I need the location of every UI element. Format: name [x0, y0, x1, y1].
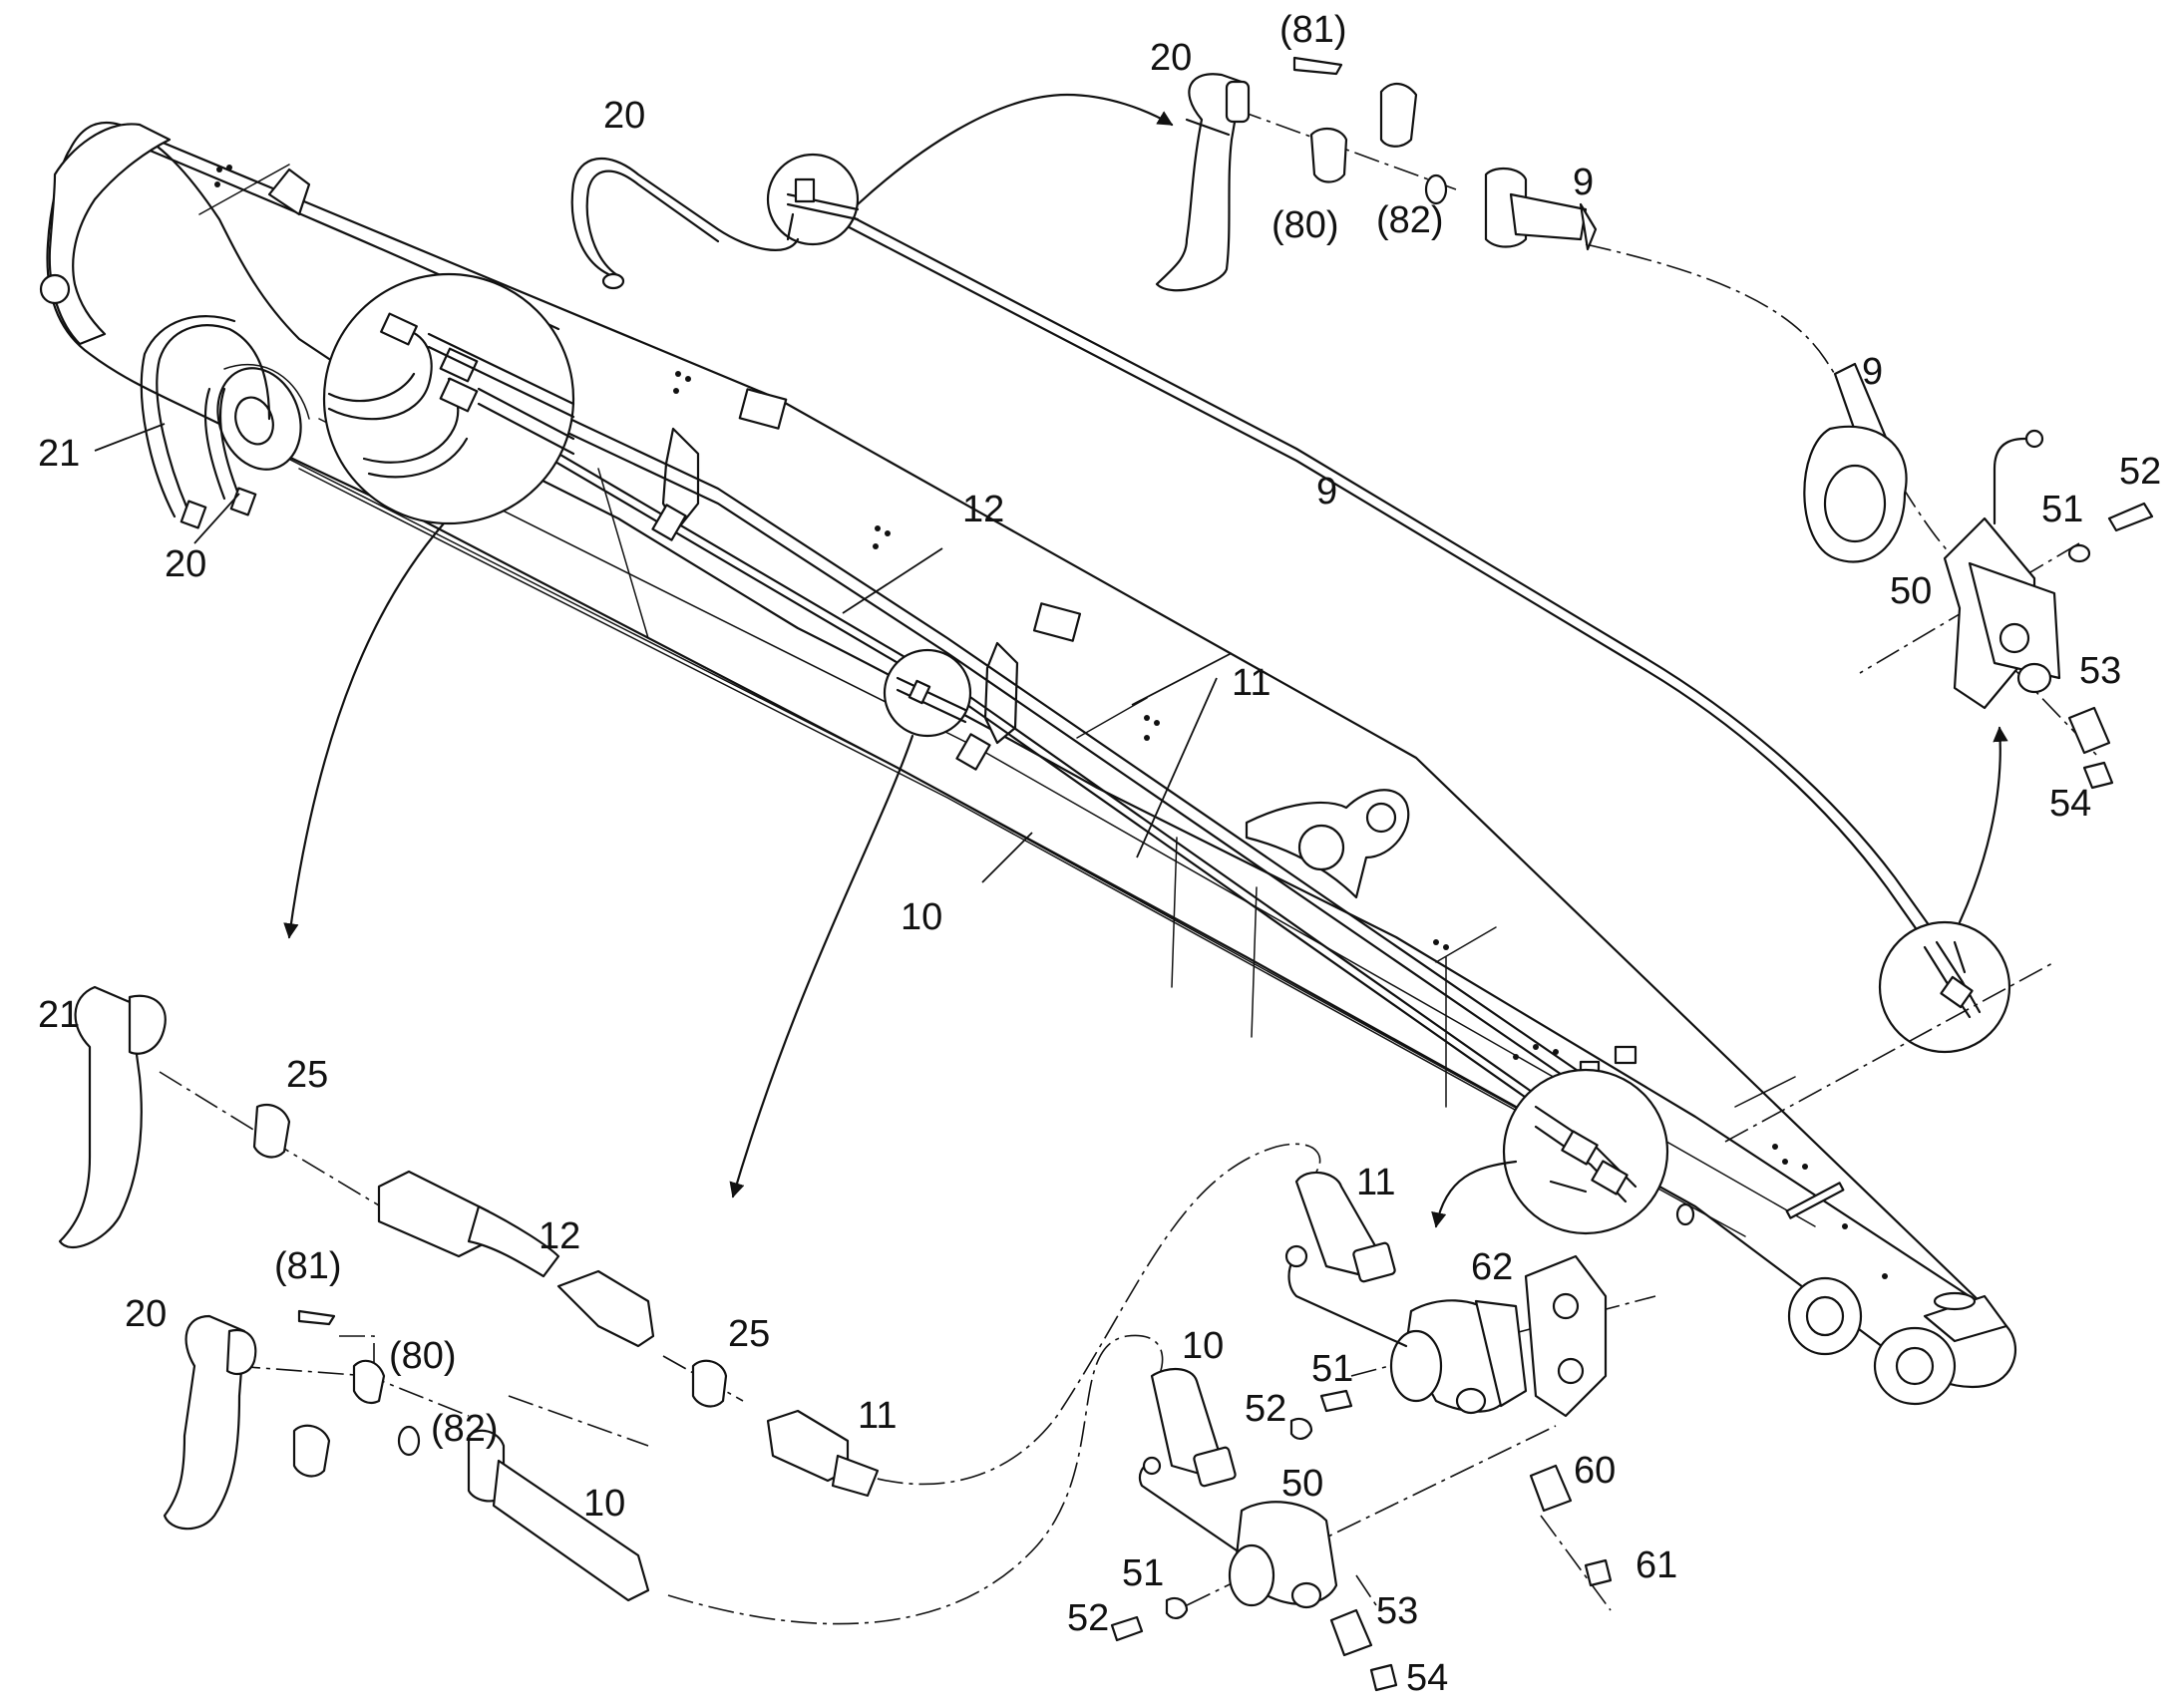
callout-20: 20 — [1150, 37, 1192, 79]
callout-50: 50 — [1281, 1463, 1323, 1505]
callout-11: 11 — [1232, 662, 1271, 704]
callout-21: 21 — [38, 994, 80, 1036]
callout-20: 20 — [125, 1293, 167, 1335]
callout-12: 12 — [539, 1215, 580, 1257]
lower-hose-20 — [163, 1309, 650, 1602]
callout-20: 20 — [603, 95, 645, 137]
valve-assembly-50-bottom — [1110, 1368, 1613, 1692]
callout-60: 60 — [1574, 1450, 1616, 1492]
callout-53: 53 — [1376, 1590, 1418, 1632]
callout-80: (80) — [389, 1335, 457, 1377]
callout-9: 9 — [1573, 162, 1594, 203]
callout-9: 9 — [1316, 471, 1337, 512]
valve-assembly-62 — [1284, 1171, 1608, 1418]
callout-82: (82) — [1376, 199, 1444, 241]
callout-10: 10 — [1182, 1325, 1224, 1367]
callout-10: 10 — [583, 1483, 625, 1525]
callout-54: 54 — [1406, 1657, 1448, 1699]
callout-11: 11 — [858, 1395, 897, 1437]
callout-61: 61 — [1635, 1544, 1677, 1586]
callout-52: 52 — [1067, 1597, 1109, 1639]
connector-arrows — [283, 93, 2008, 1228]
callout-82: (82) — [431, 1408, 499, 1450]
callout-11: 11 — [1356, 1162, 1395, 1203]
callout-53: 53 — [2079, 650, 2121, 692]
callout-25: 25 — [286, 1054, 328, 1096]
callout-51: 51 — [1122, 1552, 1164, 1594]
callout-52: 52 — [2119, 451, 2161, 493]
callout-80: (80) — [1272, 204, 1339, 246]
leader-lines — [94, 423, 1233, 883]
callout-62: 62 — [1471, 1246, 1513, 1288]
detail-circle-right — [1878, 920, 2011, 1054]
callout-52: 52 — [1245, 1388, 1286, 1430]
callout-12: 12 — [962, 489, 1004, 530]
callout-20: 20 — [165, 543, 206, 585]
callout-labels: 20 20 (81) (80) (82) 9 9 9 52 51 50 53 5… — [38, 9, 2161, 1699]
callout-51: 51 — [1311, 1348, 1353, 1390]
hose-20-top — [570, 157, 800, 290]
callout-81: (81) — [1279, 9, 1347, 51]
detail-circle-bottom — [1502, 1068, 1669, 1235]
callout-50: 50 — [1890, 570, 1932, 612]
callout-21: 21 — [38, 433, 80, 475]
detail-circle-left — [322, 272, 575, 525]
callout-25: 25 — [728, 1313, 770, 1355]
valve-assembly-right — [1803, 362, 2154, 790]
callout-81: (81) — [274, 1245, 342, 1287]
detail-circle-top — [766, 153, 860, 246]
callout-10: 10 — [901, 896, 942, 938]
top-fitting-group — [1155, 56, 1598, 292]
callout-9: 9 — [1862, 351, 1883, 393]
callout-54: 54 — [2049, 783, 2091, 825]
detail-circle-mid — [883, 648, 972, 738]
callout-51: 51 — [2041, 489, 2083, 530]
lower-left-fittings — [58, 985, 880, 1498]
boom-structure — [39, 121, 2016, 1406]
